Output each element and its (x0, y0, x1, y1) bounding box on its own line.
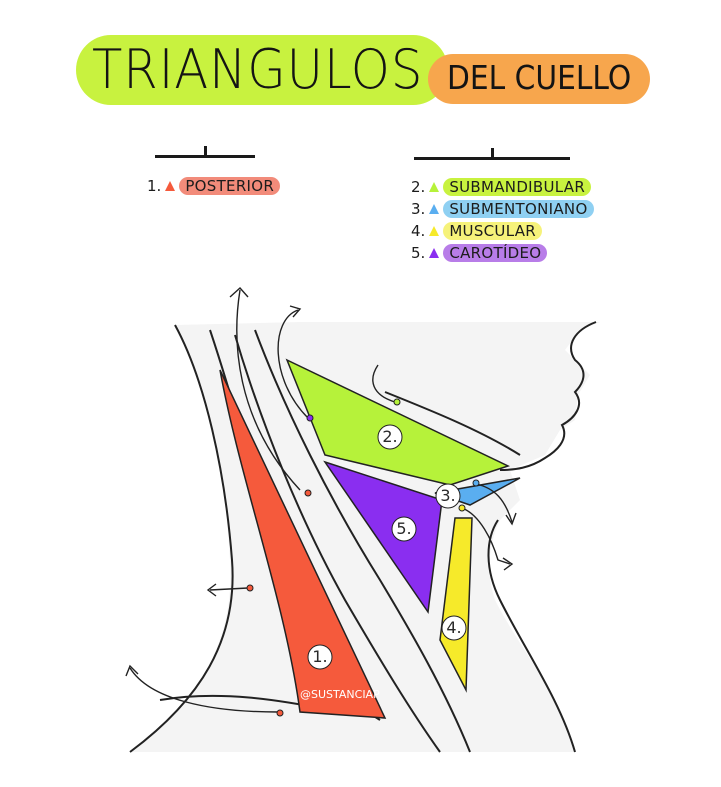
neck-back-contour (129, 324, 234, 753)
legend-label: POSTERIOR (179, 177, 281, 195)
legend-label: MUSCULAR (443, 222, 542, 240)
region-carotideo (323, 460, 443, 615)
watermark: @SUSTANCIAP (300, 688, 380, 701)
legend-label: SUBMANDIBULAR (443, 178, 592, 196)
legend-number: 1. (147, 177, 162, 195)
triangle-outline-icon (429, 204, 440, 214)
region-badge-submandibular (377, 424, 403, 450)
page-title: TRIANGULOS (92, 38, 424, 101)
region-badges: 1. 2. 3. 4. 5. (307, 424, 467, 670)
title-highlight-green (76, 35, 448, 105)
region-label-posterior: 1. (312, 647, 327, 666)
legend-item-muscular: 4. MUSCULAR (411, 222, 542, 240)
region-badge-carotideo (391, 516, 417, 542)
face-profile-contour (499, 321, 597, 471)
region-badge-submentoniano (435, 483, 461, 509)
legend-label: SUBMENTONIANO (443, 200, 594, 218)
page-subtitle: DEL CUELLO (447, 58, 632, 97)
legend-item-submentoniano: 3. SUBMENTONIANO (411, 200, 594, 218)
region-muscular (439, 517, 473, 693)
jaw-contour (384, 391, 521, 456)
pointer-dots (246, 398, 480, 717)
throat-contour (487, 519, 576, 753)
region-badge-posterior (307, 644, 333, 670)
bracket-right (414, 148, 570, 160)
region-label-submentoniano: 3. (440, 486, 455, 505)
legend-item-submandibular: 2. SUBMANDIBULAR (411, 178, 592, 196)
legend-number: 5. (411, 244, 426, 262)
legend-label: CAROTÍDEO (443, 244, 548, 262)
scm-line-back (234, 334, 441, 753)
triangle-outline-icon (429, 226, 440, 236)
triangle-icon (165, 181, 176, 191)
legend-number: 3. (411, 200, 426, 218)
title-banner: TRIANGULOS DEL CUELLO (0, 0, 721, 120)
region-label-muscular: 4. (446, 618, 461, 637)
region-label-submandibular: 2. (382, 427, 397, 446)
scm-line-front (254, 329, 471, 753)
bracket-left (155, 146, 255, 158)
legend-item-posterior: 1. POSTERIOR (147, 177, 281, 195)
triangle-icon (429, 248, 440, 258)
legend-item-carotídeo: 5. CAROTÍDEO (411, 244, 548, 262)
region-posterior (219, 369, 387, 719)
triangle-outline-icon (429, 182, 440, 192)
pointer-arrows (125, 287, 517, 713)
region-badge-muscular (441, 615, 467, 641)
legend-number: 2. (411, 178, 426, 196)
legend-number: 4. (411, 222, 426, 240)
title-highlight-orange (428, 54, 650, 104)
region-label-carotideo: 5. (396, 519, 411, 538)
